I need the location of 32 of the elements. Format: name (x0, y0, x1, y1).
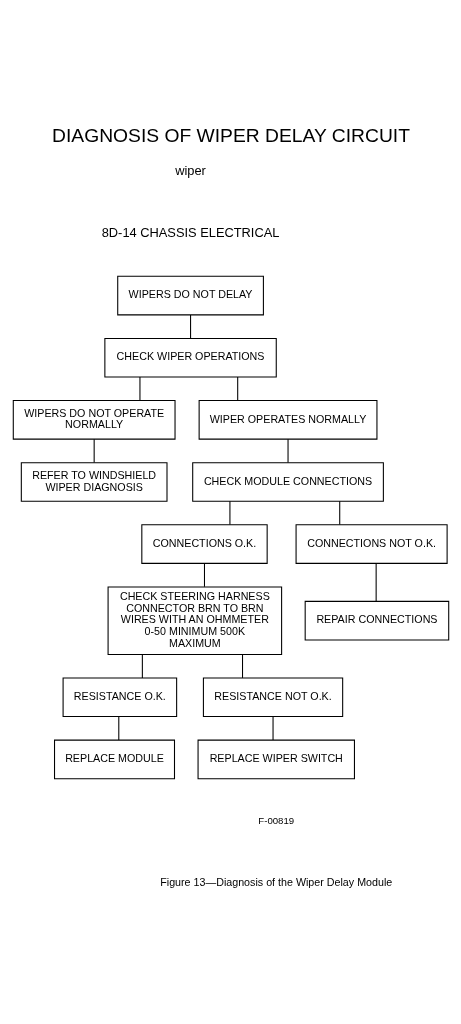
connector (203, 562, 205, 587)
label: 8D-14 CHASSIS ELECTRICAL (101, 224, 279, 240)
connector (141, 653, 143, 678)
node-box: REPLACE MODULE (53, 739, 175, 779)
node-box: WIPER OPERATES NORMALLY (198, 399, 377, 440)
node-box: RESISTANCE O.K. (62, 676, 177, 717)
diagram-title: DIAGNOSIS OF WIPER DELAY CIRCUIT (51, 124, 410, 146)
connector (241, 653, 243, 678)
node-box: CHECK STEERING HARNESS CONNECTOR BRN TO BRN WIRES WITH AN OHMMETER 0-50 MINIMUM 500K MAXIMUM (107, 585, 282, 655)
node-box: CONNECTIONS O.K. (140, 523, 268, 564)
node-box: WIPERS DO NOT DELAY (116, 275, 264, 315)
connector (338, 500, 340, 525)
connector (236, 376, 238, 401)
connector (228, 500, 230, 525)
node-box: REPAIR CONNECTIONS (304, 600, 449, 640)
node-box: CONNECTIONS NOT O.K. (295, 523, 448, 564)
caption: Figure 13—Diagnosis of the Wiper Delay Module (159, 875, 392, 888)
connector (272, 715, 274, 740)
connector (189, 313, 191, 339)
node-box: RESISTANCE NOT O.K. (202, 676, 343, 717)
node-box: CHECK WIPER OPERATIONS (103, 337, 277, 378)
connector (375, 562, 377, 602)
node-box: WIPERS DO NOT OPERATE NORMALLY (12, 399, 176, 440)
connector (138, 376, 140, 401)
node-box: REPLACE WIPER SWITCH (197, 739, 355, 779)
node-box: CHECK MODULE CONNECTIONS (191, 461, 384, 502)
node-box: REFER TO WINDSHIELD WIPER DIAGNOSIS (20, 461, 168, 502)
connector (117, 715, 119, 740)
label: F-00819 (257, 814, 294, 826)
connector (93, 438, 95, 463)
label: wiper (174, 162, 206, 178)
connector (287, 438, 289, 463)
